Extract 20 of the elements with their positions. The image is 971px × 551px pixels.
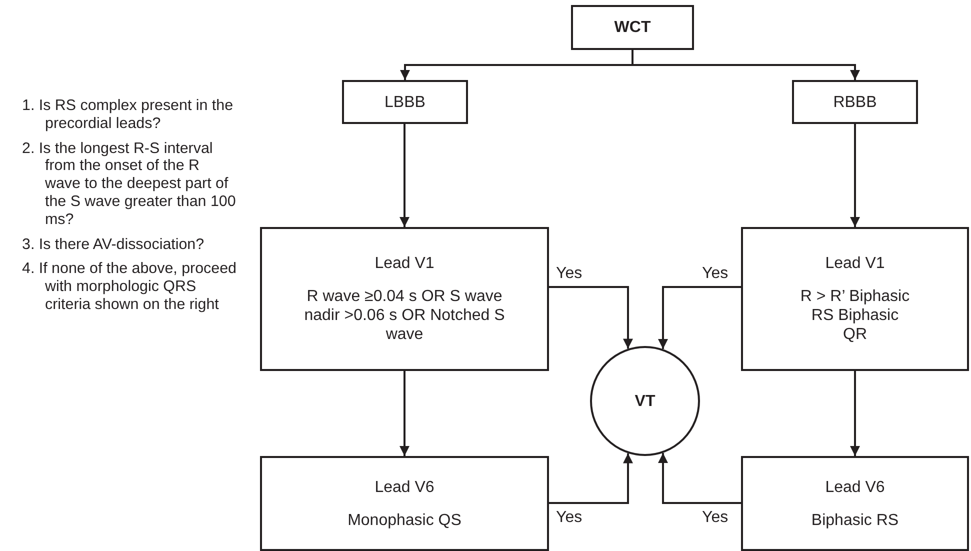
arrow bbox=[400, 371, 410, 456]
arrow bbox=[400, 124, 410, 227]
arrow bbox=[850, 124, 860, 227]
start-box: WCT bbox=[571, 5, 694, 50]
arrow bbox=[549, 286, 633, 349]
arrow bbox=[850, 371, 860, 456]
process-box: Lead V6 Biphasic RS bbox=[741, 456, 969, 551]
arrow bbox=[658, 452, 741, 504]
process-box: LBBB bbox=[342, 80, 468, 124]
arrow bbox=[658, 286, 741, 350]
result-circle: VT bbox=[590, 346, 700, 456]
question-text: 1. Is RS complex present in the precordial leads? bbox=[22, 97, 234, 133]
process-box: Lead V1 R > R’ Biphasic RS Biphasic QR bbox=[741, 227, 969, 371]
question-text: 4. If none of the above, proceed with morphologic QRS criteria shown on the right bbox=[22, 260, 237, 314]
question-text: 3. Is there AV-dissociation? bbox=[22, 236, 206, 254]
arrow bbox=[549, 453, 633, 504]
process-box: RBBB bbox=[792, 80, 918, 124]
question-text: 2. Is the longest R-S interval from the onset of the R wave to the deepest part of the S wave greater than 100 ms? bbox=[22, 140, 237, 229]
process-box: Lead V1 R wave ≥0.04 s OR S wave nadir >0.06 s OR Notched S wave bbox=[260, 227, 549, 371]
process-box: Lead V6 Monophasic QS bbox=[260, 456, 549, 551]
